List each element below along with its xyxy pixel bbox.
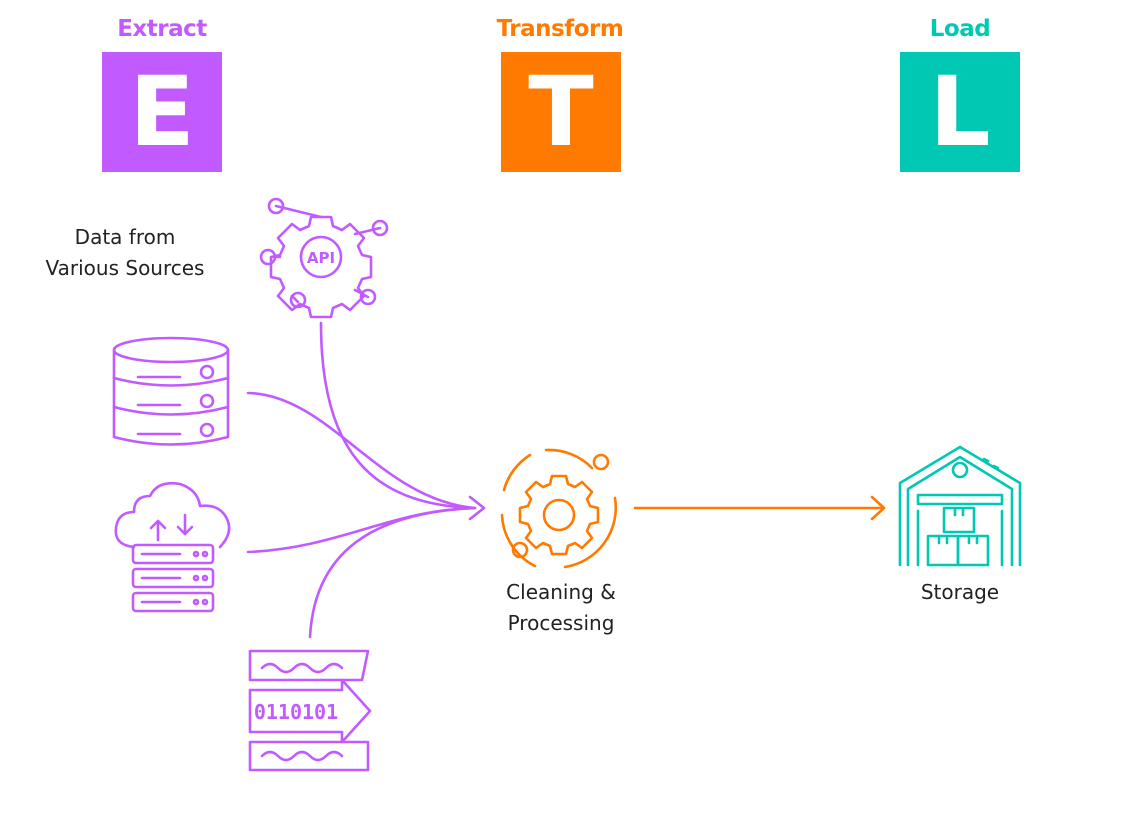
data-stream-icon: 0110101 [248,649,372,772]
processing-label-line2: Processing [507,611,615,635]
source-connectors [246,321,486,639]
storage-label: Storage [920,580,1000,604]
connector-stream [308,506,477,639]
database-server-icon [112,336,230,446]
warehouse-icon [898,445,1022,567]
processing-label-line1: Cleaning & [506,580,616,604]
stage-letter-extract: E [129,56,195,168]
stage-box-extract: E [102,52,222,172]
api-text: API [307,249,335,267]
stage-box-transform: T [501,52,621,172]
processing-label: Cleaning & Processing [481,577,641,639]
binary-text: 0110101 [254,700,338,724]
connector-arrowhead [468,495,486,521]
stage-box-load: L [900,52,1020,172]
stage-letter-transform: T [528,56,594,168]
connector-cloud [246,506,477,554]
api-gear-icon: API [259,197,389,319]
connector-database [246,391,477,510]
load-arrow [633,495,886,521]
connector-api [319,321,477,510]
sources-label: Data from Various Sources [30,222,220,284]
processing-gear-icon [500,448,618,569]
stage-title-extract: Extract [117,16,207,42]
cloud-server-icon [114,481,231,613]
sources-label-line2: Various Sources [45,256,205,280]
stage-title-transform: Transform [496,16,624,42]
stage-letter-load: L [929,56,991,168]
stage-title-load: Load [929,16,991,42]
sources-label-line1: Data from [74,225,176,249]
